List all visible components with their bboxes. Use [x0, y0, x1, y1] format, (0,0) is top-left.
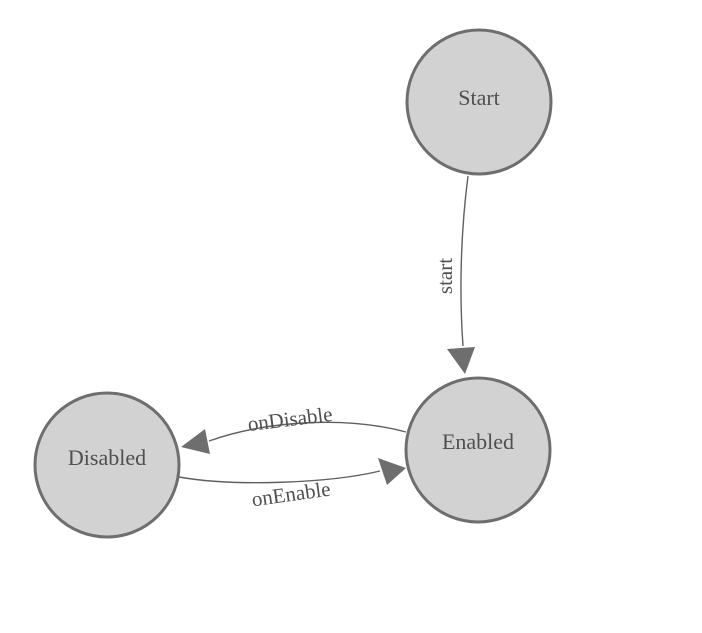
node-disabled: Disabled	[33, 391, 181, 539]
edge-ondisable-label: onDisable	[246, 402, 333, 436]
node-enabled-circle	[404, 376, 552, 524]
edge-start-label: start	[433, 258, 457, 294]
edge-onenable-label: onEnable	[250, 477, 332, 512]
edge-onenable-arrowhead-icon	[378, 458, 406, 485]
edge-onenable-line	[178, 470, 381, 484]
node-disabled-circle	[33, 391, 181, 539]
edge-ondisable-line	[208, 421, 407, 442]
edge-start-line	[460, 175, 469, 347]
edge-onenable-transition: onEnable	[178, 458, 406, 512]
edge-start-arrowhead-icon	[447, 347, 475, 374]
edge-ondisable-transition: onDisable	[181, 402, 407, 454]
edge-ondisable-arrowhead-icon	[181, 429, 210, 454]
edge-start-transition: start	[433, 175, 475, 374]
node-enabled-label: Enabled	[442, 429, 514, 454]
node-start: Start	[405, 28, 553, 176]
node-disabled-label: Disabled	[68, 445, 146, 470]
node-start-label: Start	[458, 85, 500, 110]
node-start-circle	[405, 28, 553, 176]
node-enabled: Enabled	[404, 376, 552, 524]
